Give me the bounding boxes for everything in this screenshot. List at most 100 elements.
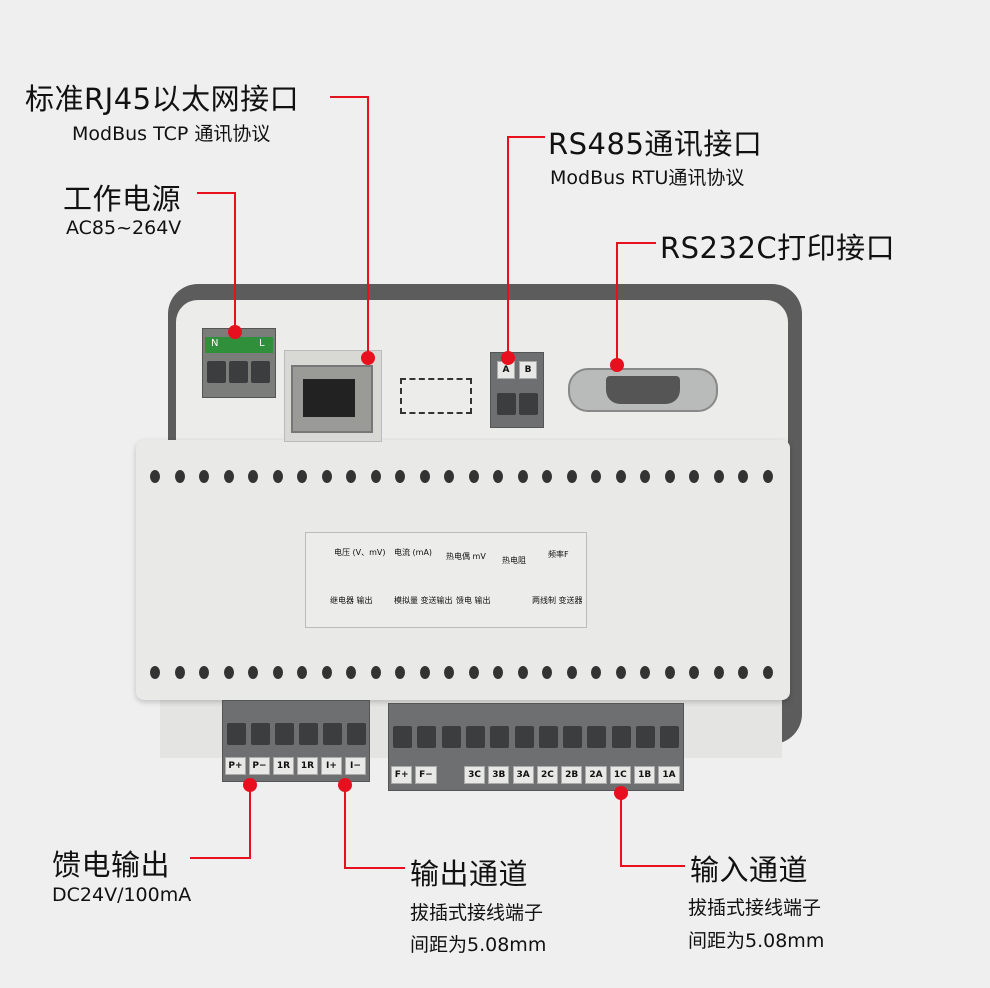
- terminal-label: 1B: [634, 766, 656, 784]
- terminal-label: 2A: [585, 766, 607, 784]
- vent-hole: [591, 666, 601, 679]
- terminal-label: 3A: [512, 766, 534, 784]
- vent-hole: [468, 666, 479, 679]
- terminal-screw: [490, 726, 510, 748]
- vent-hole: [419, 666, 430, 679]
- vent-hole: [566, 666, 577, 679]
- feed-subtitle: DC24V/100mA: [52, 884, 192, 906]
- terminal-screw: [660, 726, 680, 748]
- vent-hole: [223, 666, 234, 679]
- wiring-current: 电流 (mA): [394, 548, 433, 557]
- vent-hole: [199, 470, 209, 483]
- rj45-subtitle: ModBus TCP 通讯协议: [72, 123, 271, 145]
- feed-title: 馈电输出: [52, 848, 171, 882]
- vent-hole: [321, 470, 332, 483]
- vent-hole: [272, 470, 283, 483]
- terminal-label: I+: [321, 757, 342, 775]
- terminal-label: 1A: [658, 766, 680, 784]
- vent-hole: [150, 470, 160, 483]
- terminal-screw: [275, 723, 294, 745]
- vent-hole: [199, 666, 209, 679]
- vent-hole: [346, 470, 356, 483]
- wiring-frequency: 频率F: [548, 550, 569, 559]
- power-subtitle: AC85~264V: [66, 217, 182, 239]
- terminal-screw: [441, 726, 461, 748]
- vent-hole: [174, 470, 185, 483]
- rs485-label-b: B: [519, 361, 537, 379]
- db9-port: [568, 368, 718, 412]
- terminal-label: F+: [391, 766, 413, 784]
- vent-hole: [248, 470, 258, 483]
- vent-hole: [468, 470, 479, 483]
- terminal-label: 1R: [297, 757, 318, 775]
- vent-hole: [664, 470, 675, 483]
- input-subtitle-2: 间距为5.08mm: [688, 930, 825, 952]
- vent-hole: [689, 470, 699, 483]
- vent-hole: [370, 666, 381, 679]
- device-body: [136, 440, 790, 700]
- output-subtitle-1: 拔插式接线端子: [410, 902, 544, 924]
- vent-hole: [713, 666, 724, 679]
- wiring-analog-out: 模拟量 变送输出: [394, 596, 453, 605]
- wiring-relay: 继电器 输出: [330, 596, 373, 605]
- output-marker: [338, 778, 352, 792]
- vent-hole: [615, 470, 626, 483]
- power-label-n: N: [211, 338, 219, 349]
- terminal-label: F−: [415, 766, 437, 784]
- rs485-marker: [501, 351, 515, 365]
- vent-hole: [174, 666, 185, 679]
- terminal-label: 1C: [609, 766, 631, 784]
- vent-hole: [297, 470, 307, 483]
- vent-hole: [689, 666, 699, 679]
- rj45-port: [284, 350, 382, 442]
- terminal-screw: [393, 726, 412, 748]
- terminal-screw: [636, 726, 655, 748]
- terminal-screw: [323, 723, 342, 745]
- terminal-screw: [587, 726, 607, 748]
- input-title: 输入通道: [690, 853, 809, 887]
- terminal-screw: [563, 726, 583, 748]
- terminal-screw: [465, 726, 485, 748]
- vent-hole: [664, 666, 675, 679]
- power-title: 工作电源: [63, 182, 182, 216]
- vent-hole: [517, 470, 528, 483]
- power-terminal: N L: [202, 328, 276, 398]
- wiring-voltage: 电压 (V、mV): [334, 548, 386, 557]
- vent-hole: [272, 666, 283, 679]
- feed-marker: [243, 778, 257, 792]
- usb-slot: [400, 378, 472, 414]
- terminal-label: P−: [249, 757, 270, 775]
- terminal-label: 2C: [536, 766, 559, 784]
- vent-hole: [444, 666, 454, 679]
- terminal-screw: [251, 723, 270, 745]
- vent-hole: [640, 470, 650, 483]
- vent-hole: [370, 470, 381, 483]
- vent-hole: [566, 470, 577, 483]
- vent-hole: [542, 666, 552, 679]
- terminal-screw: [299, 723, 318, 745]
- vent-hole: [738, 666, 748, 679]
- terminal-screw: [538, 726, 558, 748]
- vent-hole: [615, 666, 626, 679]
- rs232-marker: [610, 358, 624, 372]
- wiring-feed-out: 馈电 输出: [456, 596, 491, 605]
- wiring-diagram-label: 电压 (V、mV) 电流 (mA) 热电偶 mV 热电阻 频率F 继电器 输出 …: [305, 532, 587, 628]
- terminal-label: 1R: [273, 757, 294, 775]
- input-marker: [614, 786, 628, 800]
- vent-hole: [762, 470, 773, 483]
- rj45-marker: [361, 351, 375, 365]
- terminal-label: I−: [345, 757, 366, 775]
- rs485-subtitle: ModBus RTU通讯协议: [550, 167, 745, 189]
- vent-hole: [591, 470, 601, 483]
- terminal-screw: [611, 726, 631, 748]
- vent-hole: [297, 666, 307, 679]
- wiring-rtd: 热电阻: [502, 556, 526, 565]
- vent-hole: [713, 470, 724, 483]
- vent-hole: [640, 666, 650, 679]
- terminal-label: 3B: [488, 766, 510, 784]
- vent-hole: [493, 666, 503, 679]
- vent-hole: [762, 666, 773, 679]
- vent-hole: [248, 666, 258, 679]
